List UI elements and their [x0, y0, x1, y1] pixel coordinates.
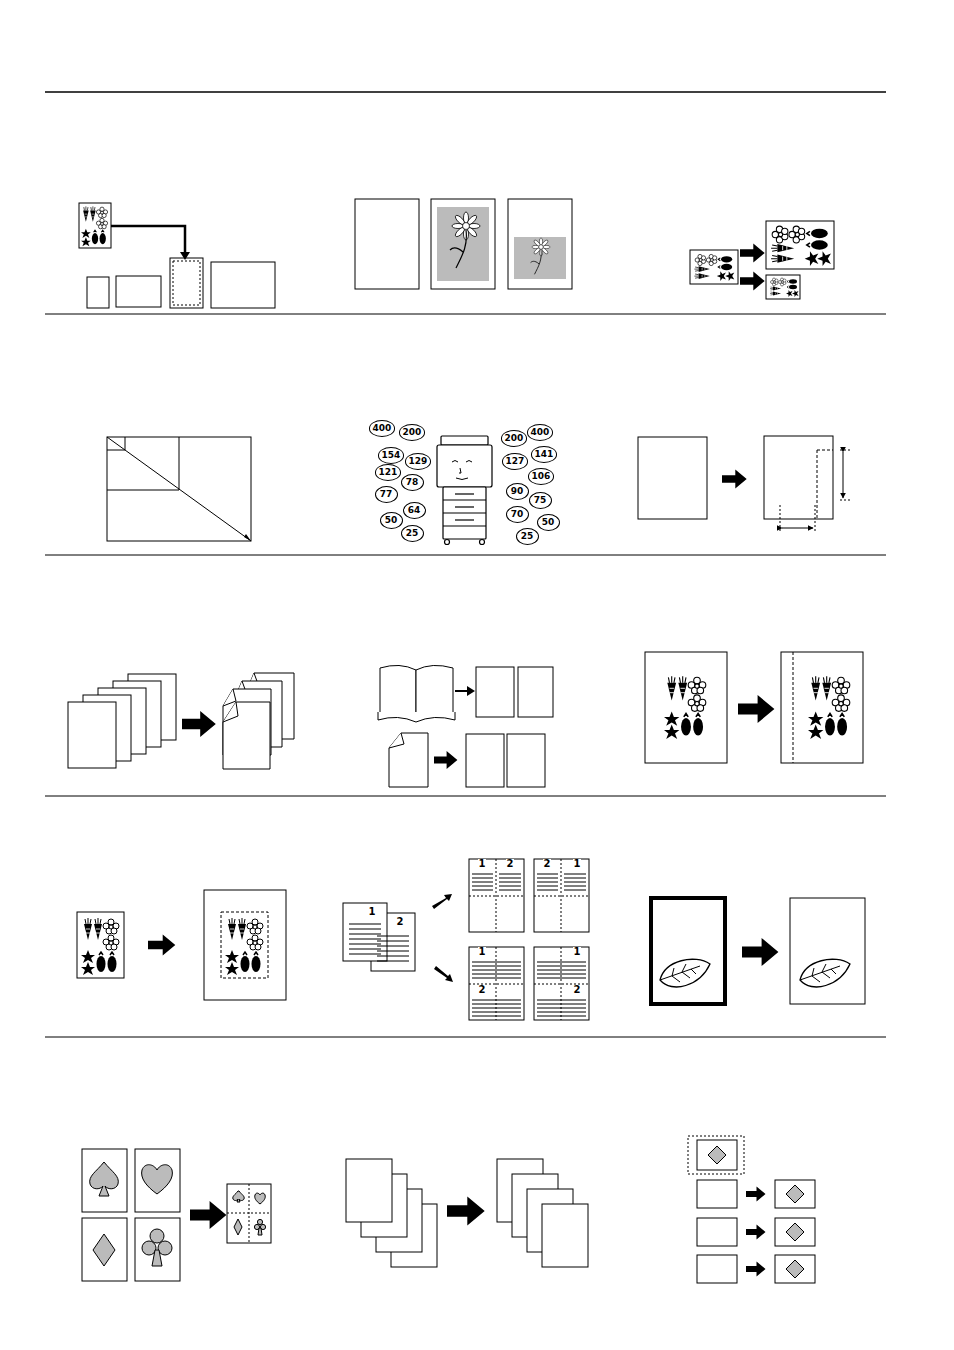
bubble-number: 77 — [380, 489, 393, 499]
page-number: 2 — [543, 859, 552, 869]
page-number: 2 — [478, 985, 487, 995]
number-bubble: 106 — [528, 468, 555, 485]
number-bubble: 25 — [401, 525, 424, 542]
number-bubble: 141 — [531, 446, 558, 463]
page-number: 2 — [396, 917, 405, 927]
number-bubble: 70 — [506, 506, 529, 523]
number-bubble: 25 — [516, 528, 539, 545]
number-bubble: 75 — [529, 492, 552, 509]
number-bubble: 129 — [405, 453, 432, 470]
bubble-number: 78 — [406, 477, 419, 487]
number-bubble: 77 — [375, 486, 398, 503]
number-bubble: 400 — [527, 424, 554, 441]
bubble-number: 106 — [532, 471, 551, 481]
bubble-number: 121 — [379, 467, 398, 477]
page-number: 1 — [478, 859, 487, 869]
number-bubble: 154 — [378, 447, 405, 464]
bubble-number: 200 — [505, 433, 524, 443]
page-number: 1 — [573, 859, 582, 869]
bubble-number: 127 — [506, 456, 525, 466]
number-bubble: 64 — [403, 502, 426, 519]
bubble-number: 400 — [373, 423, 392, 433]
number-bubble: 50 — [537, 514, 560, 531]
bubble-number: 90 — [511, 486, 524, 496]
bubble-number: 64 — [408, 505, 421, 515]
number-bubble: 90 — [506, 483, 529, 500]
number-bubble: 200 — [399, 424, 426, 441]
bubble-number: 129 — [409, 456, 428, 466]
number-bubble: 127 — [502, 453, 529, 470]
bubble-number: 200 — [403, 427, 422, 437]
bubble-number: 25 — [406, 528, 419, 538]
number-bubble: 200 — [501, 430, 528, 447]
page-number: 2 — [573, 985, 582, 995]
bubble-number: 400 — [531, 427, 550, 437]
page-number: 1 — [368, 907, 377, 917]
page-number: 1 — [573, 947, 582, 957]
bubble-number: 50 — [385, 515, 398, 525]
bubble-number: 75 — [534, 495, 547, 505]
page-number: 2 — [506, 859, 515, 869]
bubble-number: 25 — [521, 531, 534, 541]
bubble-number: 154 — [382, 450, 401, 460]
number-bubble: 121 — [375, 464, 402, 481]
page-number: 1 — [478, 947, 487, 957]
number-bubble: 78 — [401, 474, 424, 491]
bubble-number: 141 — [535, 449, 554, 459]
bubble-number: 70 — [511, 509, 524, 519]
number-bubble: 400 — [369, 420, 396, 437]
number-bubble: 50 — [380, 512, 403, 529]
bubble-number: 50 — [542, 517, 555, 527]
